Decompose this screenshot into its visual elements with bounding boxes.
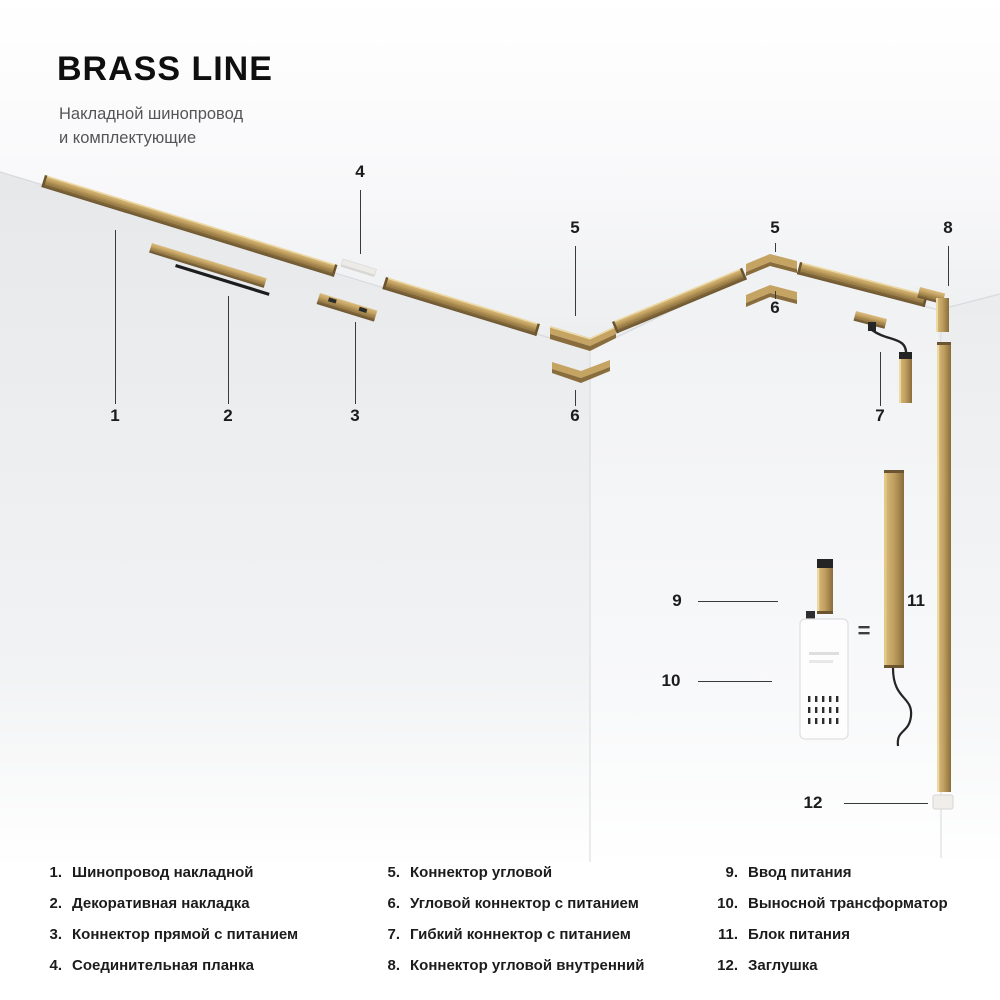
corner-power-connector-2	[746, 285, 797, 307]
callout-12: 12	[803, 793, 823, 812]
callout-line-2	[228, 296, 229, 404]
legend-column-3: 9. Ввод питания 10. Выносной трансформатор…	[712, 862, 992, 986]
header: BRASS LINE Накладной шинопровод и компле…	[57, 50, 273, 151]
right-wall	[938, 294, 1000, 868]
legend-item-7: 7. Гибкий коннектор с питанием	[374, 924, 709, 946]
callout-6b: 6	[770, 298, 780, 317]
callout-5b: 5	[770, 218, 780, 237]
callout-line-7	[880, 352, 881, 406]
remote-transformer	[799, 611, 849, 740]
callout-line-10	[698, 681, 772, 682]
legend-item-10: 10. Выносной трансформатор	[712, 893, 992, 915]
page-subtitle: Накладной шинопровод и комплектующие	[59, 103, 273, 151]
callout-2: 2	[223, 406, 233, 425]
legend-num: 7.	[387, 926, 400, 943]
legend-label: Заглушка	[748, 957, 818, 974]
legend-label: Угловой коннектор с питанием	[410, 895, 639, 912]
legend-label: Гибкий коннектор с питанием	[410, 926, 631, 943]
power-supply-unit	[884, 470, 913, 747]
callout-line-5a	[575, 246, 576, 316]
surface-track-4	[796, 262, 928, 308]
legend-item-2: 2. Декоративная накладка	[36, 893, 366, 915]
legend-label: Коннектор угловой внутренний	[410, 957, 645, 974]
flex-power-connector	[853, 311, 912, 403]
legend-num: 10.	[717, 895, 738, 912]
legend-item-3: 3. Коннектор прямой с питанием	[36, 924, 366, 946]
callout-line-6b	[775, 291, 776, 299]
callout-line-12	[844, 803, 928, 804]
surface-track-2	[382, 277, 540, 337]
callout-line-9	[698, 601, 778, 602]
corner-connector-1	[550, 326, 616, 351]
callout-line-8	[948, 246, 949, 286]
legend-column-1: 1. Шинопровод накладной 2. Декоративная на…	[36, 862, 366, 986]
legend-label: Блок питания	[748, 926, 850, 943]
legend-num: 4.	[49, 957, 62, 974]
callout-line-1	[115, 230, 116, 404]
corner-power-connector-1	[552, 360, 610, 383]
legend-label: Выносной трансформатор	[748, 895, 948, 912]
legend-label: Коннектор угловой	[410, 864, 553, 881]
subtitle-line-2: и комплектующие	[59, 128, 197, 147]
legend-item-8: 8. Коннектор угловой внутренний	[374, 955, 709, 977]
callout-9: 9	[672, 591, 682, 610]
callout-3: 3	[350, 406, 360, 425]
callout-line-3	[355, 322, 356, 404]
callout-10: 10	[661, 671, 681, 690]
callout-7: 7	[875, 406, 885, 425]
legend-item-5: 5. Коннектор угловой	[374, 862, 709, 884]
straight-power-connector	[316, 293, 378, 322]
decorative-cover-insert	[175, 264, 270, 296]
callout-5a: 5	[570, 218, 580, 237]
callout-line-4	[360, 190, 361, 254]
page-title: BRASS LINE	[57, 50, 273, 88]
legend-item-12: 12. Заглушка	[712, 955, 992, 977]
legend-item-11: 11. Блок питания	[712, 924, 992, 946]
legend-item-9: 9. Ввод питания	[712, 862, 992, 884]
legend-num: 12.	[717, 957, 738, 974]
callout-line-6a	[575, 390, 576, 406]
legend-num: 3.	[49, 926, 62, 943]
vertical-track	[937, 342, 951, 792]
power-input	[817, 559, 833, 614]
surface-track-1	[41, 175, 338, 277]
equals-sign: =	[857, 618, 871, 643]
connecting-strip	[340, 258, 377, 277]
legend-num: 11.	[717, 926, 738, 943]
legend-column-2: 5. Коннектор угловой 6. Угловой коннектор …	[374, 862, 709, 986]
legend-item-1: 1. Шинопровод накладной	[36, 862, 366, 884]
legend-num: 5.	[387, 864, 400, 881]
decorative-cover	[149, 242, 267, 288]
legend-item-6: 6. Угловой коннектор с питанием	[374, 893, 709, 915]
inner-corner-connector	[917, 287, 949, 332]
left-wall	[0, 172, 590, 868]
legend-num: 8.	[387, 957, 400, 974]
legend-label: Соединительная планка	[72, 957, 254, 974]
legend-num: 6.	[387, 895, 400, 912]
legend-num: 1.	[49, 864, 62, 881]
surface-track-3	[612, 267, 747, 334]
legend-label: Шинопровод накладной	[72, 864, 254, 881]
legend-item-4: 4. Соединительная планка	[36, 955, 366, 977]
corner-connector-2	[746, 254, 797, 276]
subtitle-line-1: Накладной шинопровод	[59, 105, 244, 123]
callout-line-5b	[775, 243, 776, 252]
end-cap	[932, 794, 954, 810]
legend-num: 2.	[49, 895, 62, 912]
legend-num: 9.	[725, 864, 738, 881]
callout-6a: 6	[570, 406, 580, 425]
callout-1: 1	[110, 406, 120, 425]
callout-4: 4	[355, 162, 365, 181]
callout-11: 11	[907, 591, 925, 610]
legend-label: Декоративная накладка	[72, 895, 250, 912]
legend-label: Коннектор прямой с питанием	[72, 926, 299, 943]
callout-8: 8	[943, 218, 953, 237]
legend-label: Ввод питания	[748, 864, 852, 881]
middle-wall	[590, 264, 938, 868]
